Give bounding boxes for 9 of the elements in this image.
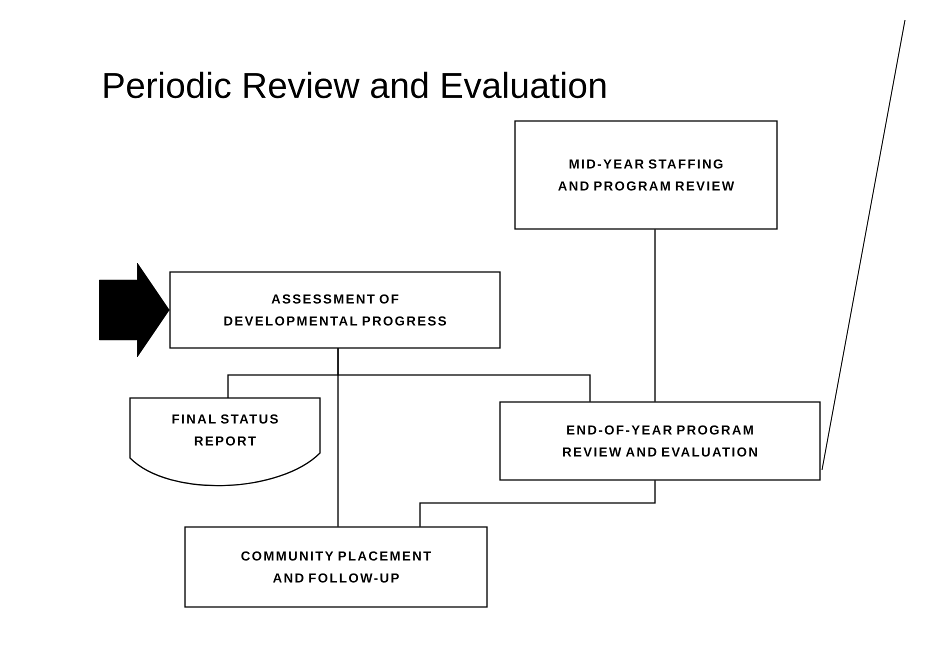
- connector-line: [654, 230, 656, 402]
- connector-line: [419, 480, 656, 526]
- process-box: ASSESSMENT OF DEVELOPMENTAL PROGRESS: [169, 271, 501, 349]
- block-arrow: [99, 262, 170, 358]
- title: Periodic Review and Evaluation: [104, 72, 606, 98]
- process-box: END-OF-YEAR PROGRAM REVIEW AND EVALUATION: [499, 401, 821, 481]
- process-box: MID-YEAR STAFFING AND PROGRAM REVIEW: [514, 120, 778, 230]
- process-box: COMMUNITY PLACEMENT AND FOLLOW-UP: [184, 526, 488, 608]
- connector-line: [337, 348, 339, 526]
